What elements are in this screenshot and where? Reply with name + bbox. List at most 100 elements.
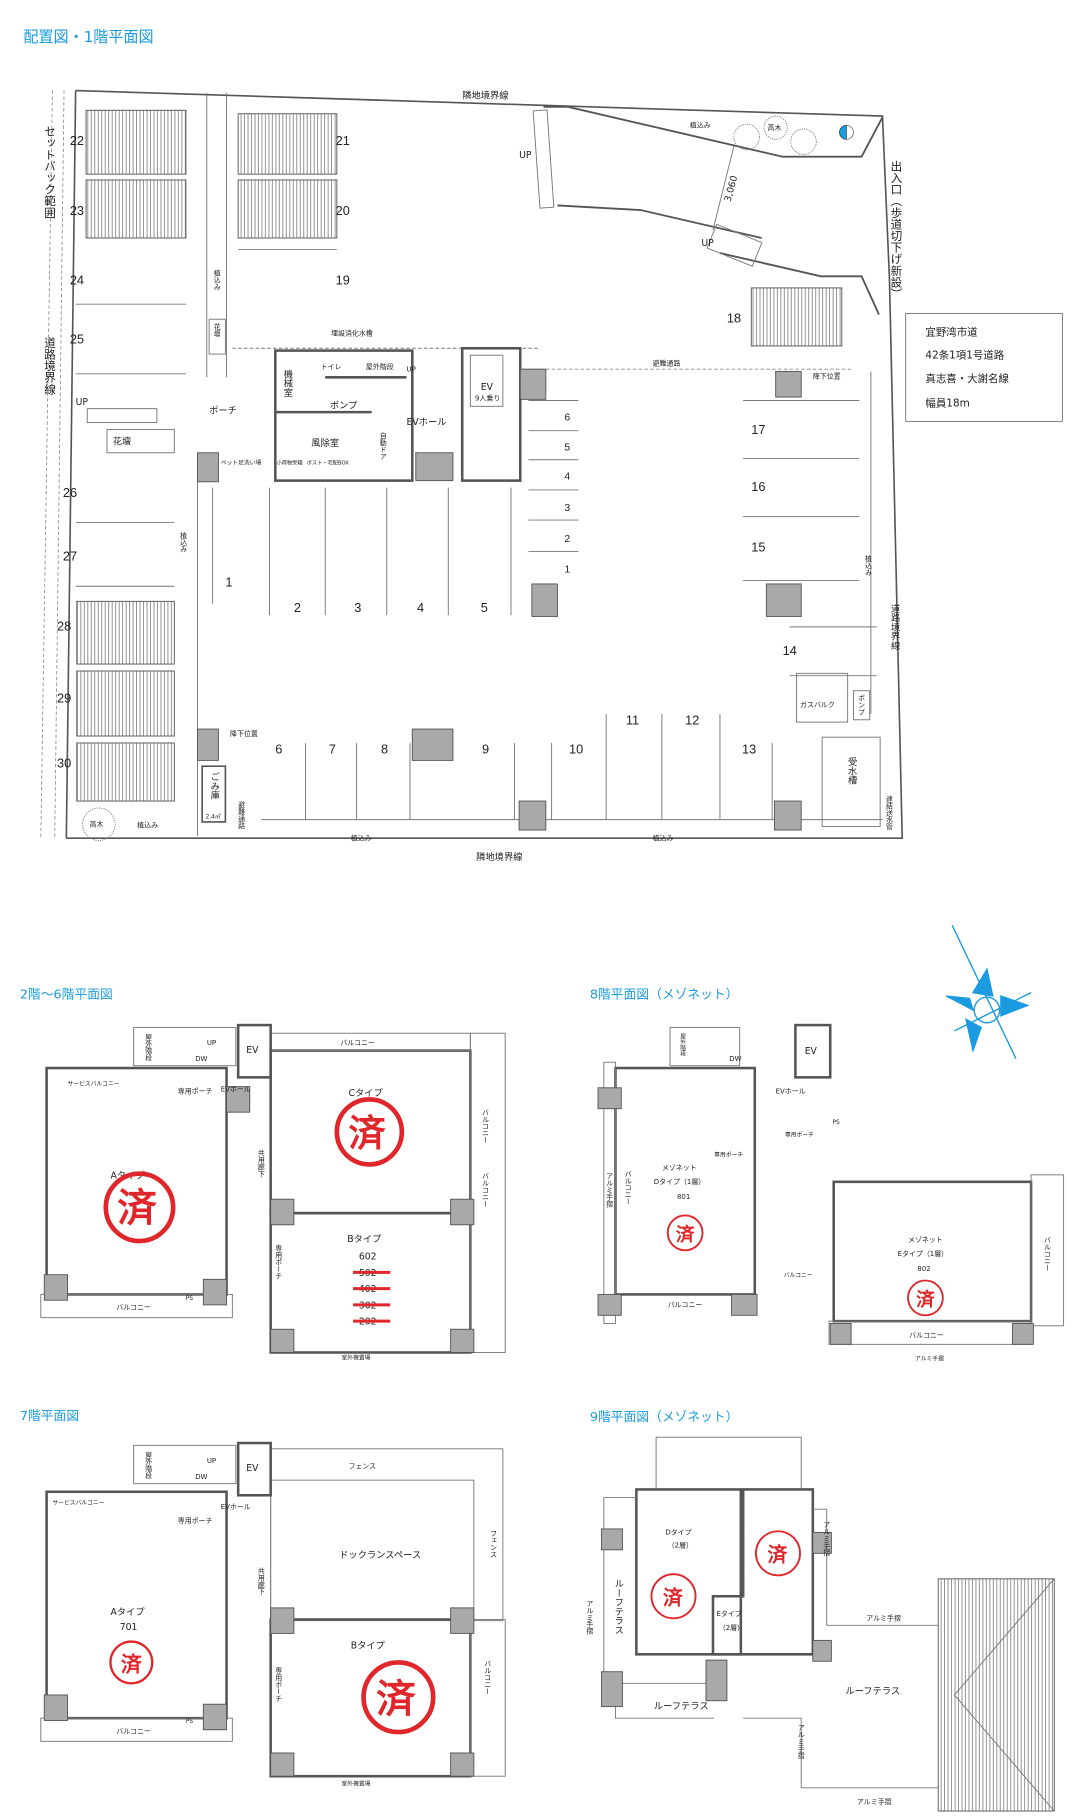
column [812,1639,832,1662]
site-plan: 配置図・1階平面図 隣地境界線 隣地境界線 セットバック範囲 道路境界線 出入口… [23,28,1063,863]
parking-unit-29 [76,670,175,737]
parking-number: 20 [336,203,350,218]
parking-unit-30 [76,742,175,802]
pet-wash-label: ペット足洗い場 [221,458,262,466]
setback-label: セットバック範囲 [43,125,57,218]
sold-stamp [109,1640,154,1685]
entrance-label: 出入口（歩道切下げ新設） [889,159,903,299]
machine-room-label: 機械室 [281,368,293,397]
roof-terrace-label: ルーフテラス [612,1579,624,1635]
ac-area-label: 室外機置場 [341,1353,370,1361]
unit-e [711,1488,815,1656]
pump-box [852,690,871,721]
parking-number: 9 [482,741,489,756]
room-number: 801 [677,1193,690,1201]
column [531,583,558,617]
balcony-label: バルコニー [668,1301,703,1309]
balcony-label: バルコニー [116,1304,151,1312]
column [518,800,547,831]
parking-number: 13 [742,741,756,756]
service-balcony-label: サービスバルコニー [52,1499,104,1507]
column [202,1278,228,1306]
garbage-room [201,765,227,823]
column [202,1703,228,1731]
planting-label: 植込み [180,531,188,553]
roof-ridge [953,1578,1055,1812]
column [705,1659,728,1702]
balcony-label: バルコニー [909,1331,944,1339]
planting-label: 植込み [351,834,372,843]
maisonette-label: メゾネット [908,1236,943,1244]
alu-rail-label: アルミ手摺 [915,1355,944,1363]
parking-stripes [75,249,877,820]
sold-stamp-text: 済 [376,1676,416,1722]
room-number: 802 [917,1265,930,1273]
ev-hall-label: EVホール [221,1085,251,1093]
private-porch-label: 専用ポーチ [178,1087,213,1096]
column [765,583,802,617]
parking-number: 29 [57,690,71,705]
parking-number: 18 [727,311,741,326]
sold-stamp [650,1573,697,1620]
parking-number: 1 [225,574,232,589]
up-label: UP [701,238,714,249]
dw-label: DW [729,1055,741,1063]
parking-number: 4 [417,600,424,615]
parking-number: 23 [70,203,84,218]
ramp-wall-upper [543,105,884,158]
column [197,452,219,483]
ev-capacity-label: 9人乗り [475,394,500,403]
parking-number: 26 [63,485,77,500]
parking-number: 14 [783,643,797,658]
column [601,1671,623,1708]
parking-unit-23 [85,179,187,239]
bike-number: 3 [564,503,570,514]
post-box-label: ポスト・宅配BOX [307,458,350,466]
road-info-line: 42条1項1号道路 [925,349,1004,362]
private-porch-label: 専用ポーチ [785,1131,814,1139]
floor-9-plan: 9階平面図（メゾネット） Dタイプ （2層） 済 Eタイプ （2層） 済 ルーフ… [586,1410,1055,1812]
column [450,1328,475,1353]
parking-number: 2 [294,600,301,615]
column [519,368,547,400]
ev-label: EV [481,382,494,393]
column [450,1198,475,1226]
road-boundary-right-label: 道路境界線 [889,603,901,650]
hydrant-icon [839,125,847,140]
evac-route-label: 避難通路 [238,800,246,830]
parking-number: 8 [381,741,388,756]
parking-number: 5 [481,600,488,615]
evac-route-label: 避難通路 [653,359,681,368]
alu-rail-label: アルミ手摺 [857,1797,892,1806]
unit-b-label: Bタイプ [351,1641,386,1652]
parking-number: 28 [57,618,71,633]
up-label: UP [519,150,532,161]
building-core [274,349,414,482]
sold-stamp [755,1530,801,1577]
parking-number: 19 [336,272,350,287]
balcony-label: バルコニー [481,1109,489,1144]
unit-d-label: Dタイプ [665,1528,691,1537]
outdoor-stairs [669,1026,741,1067]
bike-number: 4 [564,471,570,482]
balcony-label: バルコニー [1043,1236,1051,1271]
parking-number: 3 [354,600,361,615]
parking-number: 7 [329,741,336,756]
pump-label: ポンプ [330,401,358,412]
road-info-box [905,312,1063,422]
boundary-bottom-label: 隣地境界線 [476,851,522,863]
ev-shaft [236,1441,272,1497]
bike-number: 6 [564,412,570,423]
floor-8-plan: 8階平面図（メゾネット） メゾネット Dタイプ（1層） 801 済 メゾネット … [590,987,1065,1363]
balcony-label: バルコニー [116,1727,151,1735]
parking-unit-28 [76,600,175,665]
alu-rail [743,1717,939,1789]
column [43,1274,68,1301]
private-porch-label: 専用ポーチ [178,1516,213,1525]
roof-terrace-outline [603,1497,715,1684]
column [270,1198,295,1226]
column [450,1752,475,1777]
sold-stamp [907,1279,944,1317]
sold-stamp-text: 済 [676,1224,695,1246]
dw-label: DW [195,1055,207,1063]
